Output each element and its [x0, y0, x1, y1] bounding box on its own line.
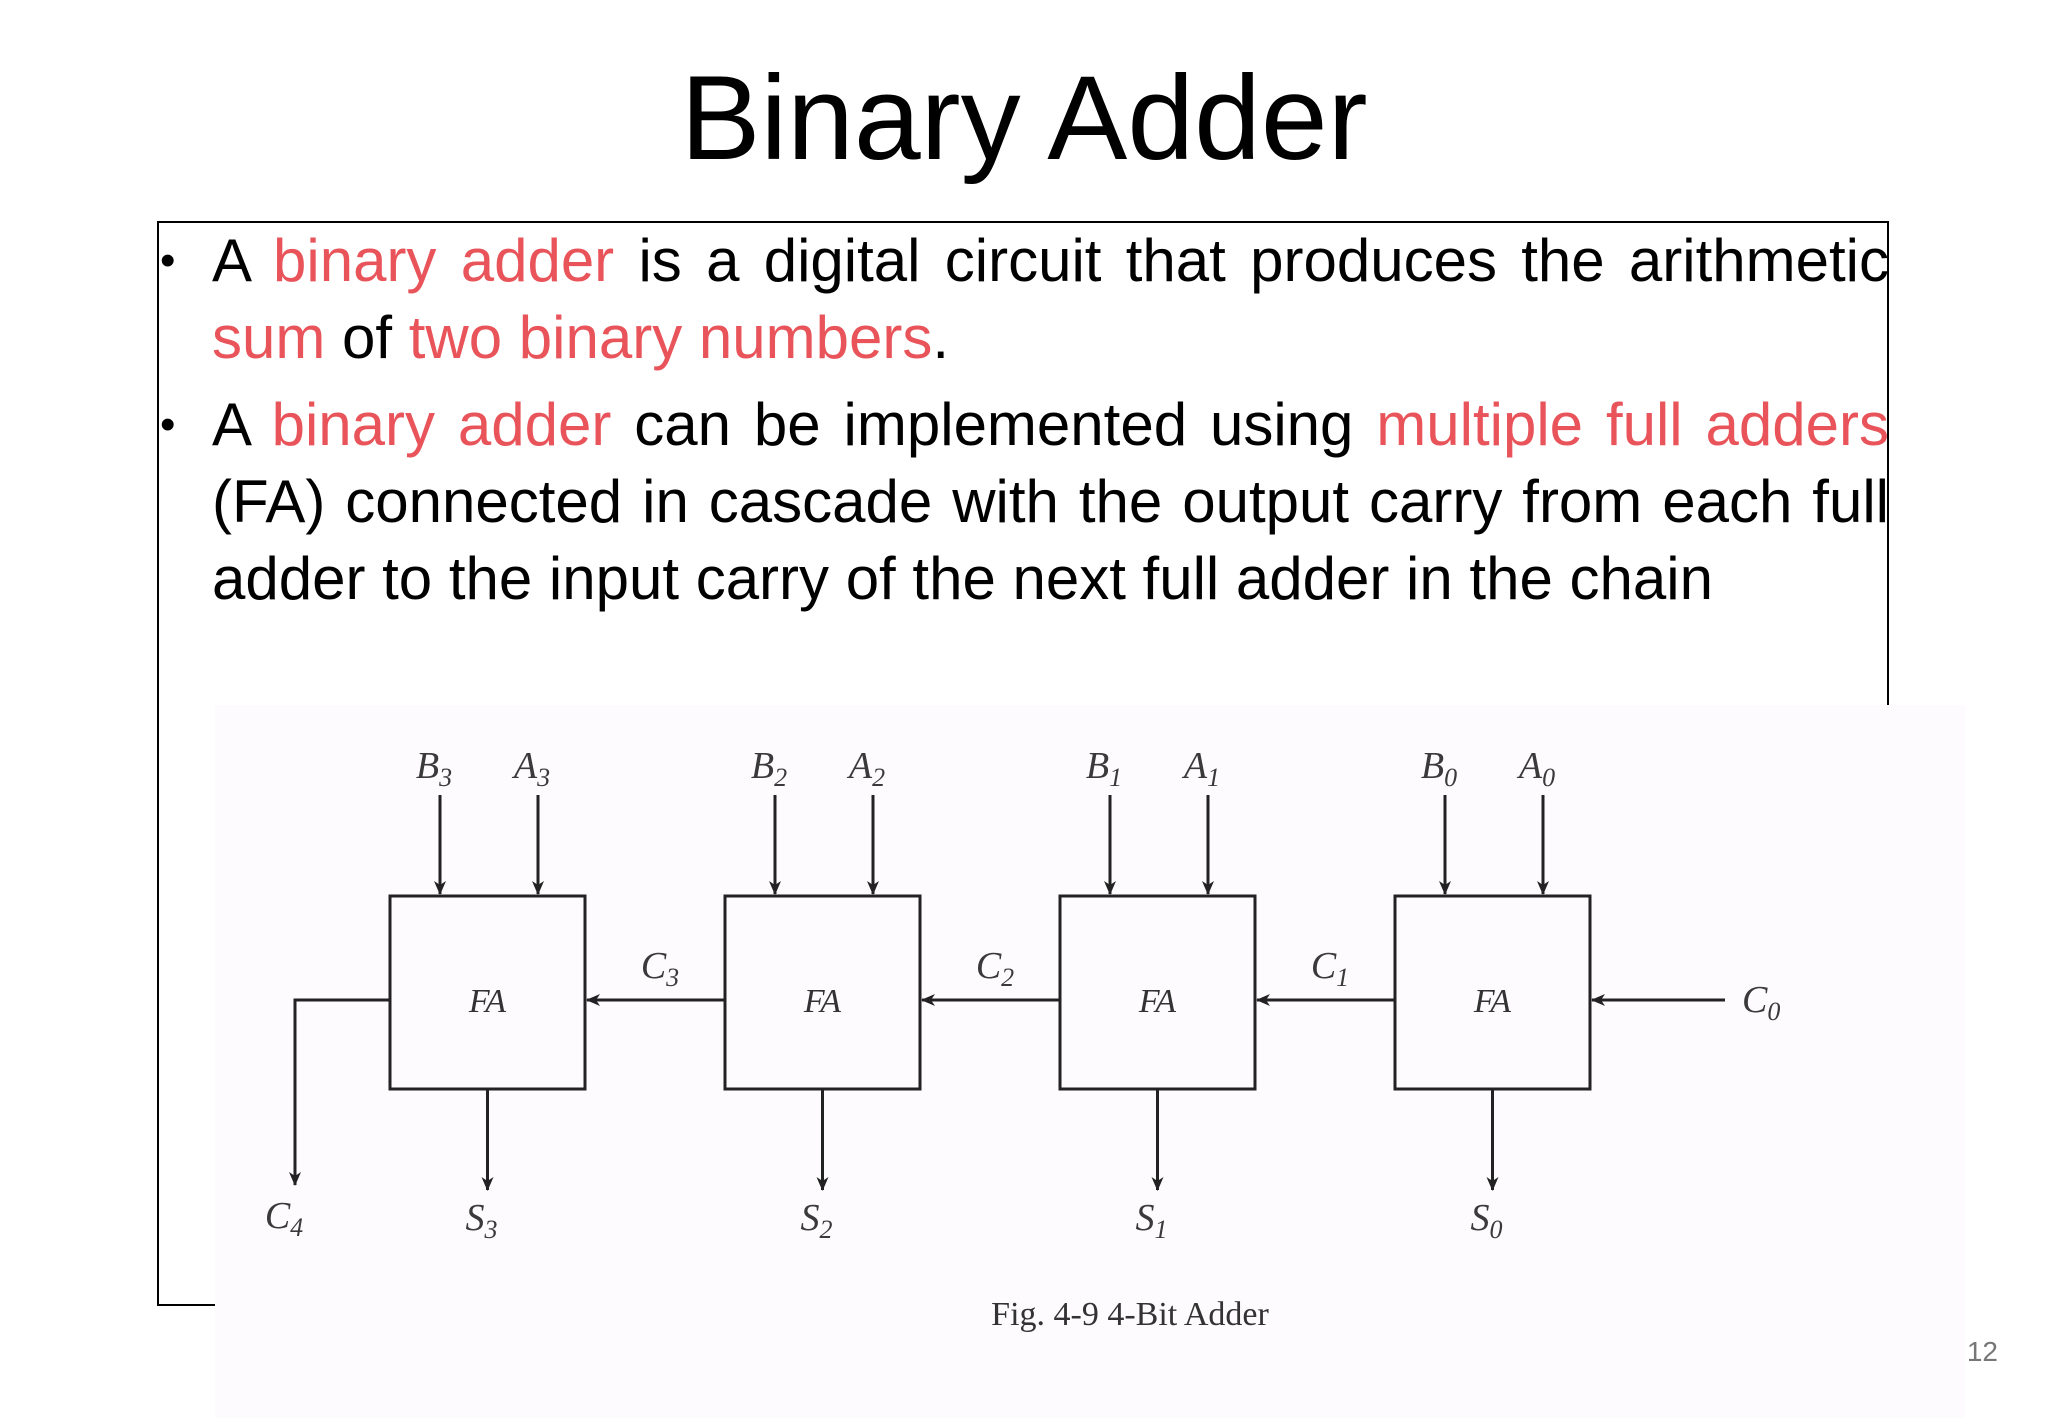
full-adder-label: FA [1138, 983, 1176, 1020]
input-label: A2 [846, 745, 885, 792]
input-label: B2 [751, 745, 787, 792]
bullet-item-2: • A binary adder can be implemented usin… [157, 386, 1889, 617]
full-adder-label: FA [1473, 983, 1511, 1020]
bullet-1-segment: A [212, 227, 273, 294]
bullet-text-2: A binary adder can be implemented using … [212, 391, 1889, 612]
bullet-2-segment: A [212, 391, 272, 458]
carry-label: C1 [1311, 945, 1349, 992]
input-label: B3 [416, 745, 452, 792]
sum-label: S1 [1136, 1197, 1168, 1244]
bullet-dot-icon: • [160, 400, 176, 449]
input-label: A0 [1516, 745, 1555, 792]
bullet-text-1: A binary adder is a digital circuit that… [212, 227, 1889, 371]
carry-out-arrow [289, 998, 390, 1186]
carry-label: C2 [976, 945, 1014, 992]
input-label: A1 [1181, 745, 1220, 792]
bullet-2-highlight: binary adder [271, 391, 612, 458]
bullet-2-segment: (FA) connected in cascade with the outpu… [212, 468, 1889, 612]
page-number: 12 [1966, 1336, 1998, 1367]
bullet-1-segment: . [932, 304, 949, 371]
bullet-2-segment: can be implemented using [611, 391, 1377, 458]
input-label: B0 [1421, 745, 1457, 792]
sum-label: S2 [801, 1197, 833, 1244]
carry-in-label: C0 [1742, 979, 1780, 1026]
figure-background [215, 705, 1965, 1418]
bullet-1-segment: of [325, 304, 409, 371]
sum-label: S0 [1471, 1197, 1503, 1244]
sum-label: S3 [466, 1197, 498, 1244]
carry-out-label: C4 [265, 1195, 303, 1242]
bullet-1-segment: is a digital circuit that produces the a… [614, 227, 1889, 294]
bullet-1-highlight: sum [212, 304, 326, 371]
slide-title: Binary Adder [680, 51, 1368, 185]
bullet-item-1: • A binary adder is a digital circuit th… [157, 222, 1889, 376]
bullet-2-highlight: multiple full adders [1376, 391, 1889, 458]
full-adder-label: FA [803, 983, 841, 1020]
full-adder-label: FA [468, 983, 506, 1020]
bullet-1-highlight: two binary numbers [408, 304, 933, 371]
carry-label: C3 [641, 945, 679, 992]
bullet-1-highlight: binary adder [273, 227, 615, 294]
bullet-dot-icon: • [160, 236, 176, 285]
bullet-list: • A binary adder is a digital circuit th… [157, 222, 1889, 627]
input-label: B1 [1086, 745, 1122, 792]
input-label: A3 [511, 745, 550, 792]
figure-caption: Fig. 4-9 4-Bit Adder [991, 1296, 1269, 1333]
